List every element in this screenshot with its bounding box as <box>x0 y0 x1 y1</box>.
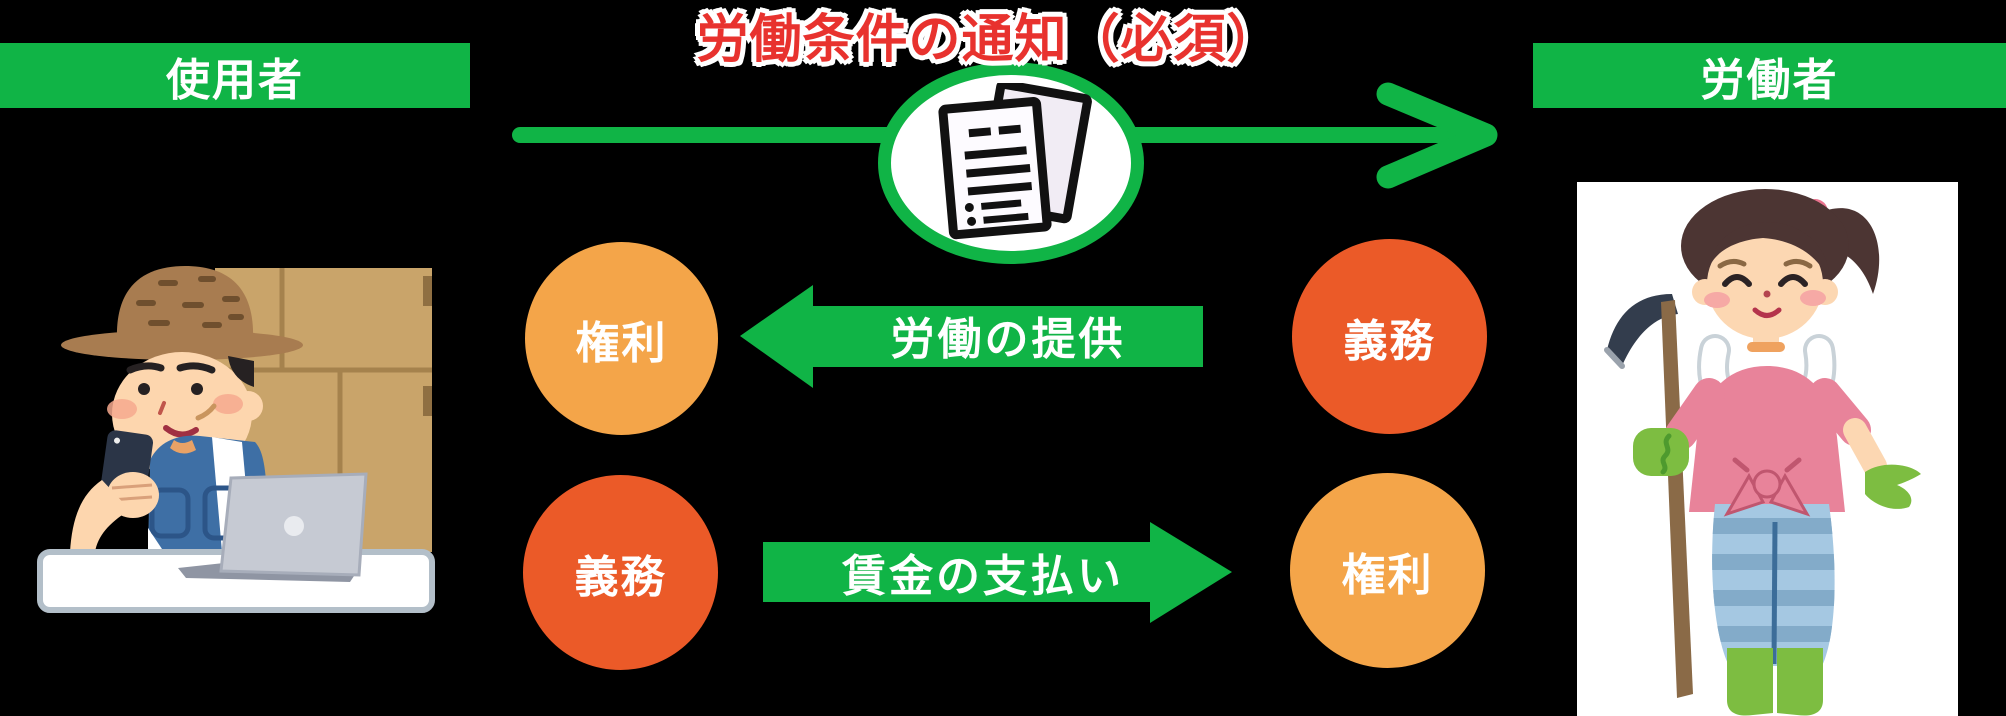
labor-arrow <box>740 285 1203 388</box>
employer-duty-label: 義務 <box>574 552 667 602</box>
document-badge <box>878 62 1144 264</box>
employer-right-label: 権利 <box>575 318 668 368</box>
labor-arrow-label: 労働の提供 <box>890 315 1126 364</box>
wage-arrow <box>763 522 1232 623</box>
worker-illustration-card <box>1577 182 1958 716</box>
worker-duty-label: 義務 <box>1343 316 1436 366</box>
worker-banner-label: 労働者 <box>1700 55 1839 105</box>
employer-banner-label: 使用者 <box>166 55 304 105</box>
worker-illustration <box>1604 189 1921 716</box>
employer-banner: 使用者 <box>0 43 470 108</box>
worker-duty-circle: 義務 <box>1292 239 1487 434</box>
worker-banner: 労働者 <box>1533 43 2006 108</box>
employer-right-circle: 権利 <box>525 242 718 435</box>
employer-illustration <box>37 266 435 613</box>
wage-arrow-label: 賃金の支払い <box>842 552 1124 601</box>
worker-right-label: 権利 <box>1341 550 1434 600</box>
diagram-title: 労働条件の通知（必須） <box>696 10 1280 69</box>
worker-right-circle: 権利 <box>1290 473 1485 668</box>
document-stack-icon <box>938 83 1092 240</box>
employer-duty-circle: 義務 <box>523 475 718 670</box>
